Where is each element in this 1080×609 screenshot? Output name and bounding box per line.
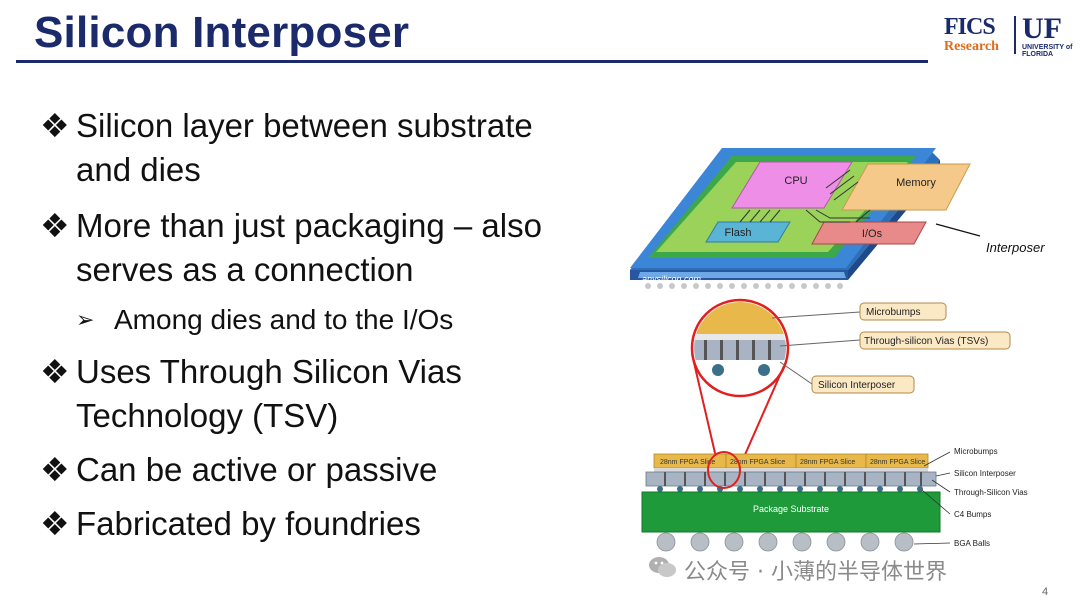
- tsv-set: [664, 472, 922, 486]
- diamond-bullet-icon: ❖: [40, 353, 70, 390]
- bullet-text: Silicon layer between substrate and dies: [76, 104, 533, 192]
- sub-bullet-text: Among dies and to the I/Os: [114, 304, 454, 335]
- watermark: 公众号 · 小薄的半导体世界: [648, 552, 1048, 585]
- interposer-traces: [739, 169, 871, 223]
- tsv-callout: Through-silicon Vias (TSVs): [864, 336, 988, 347]
- zoom-connector-right: [739, 365, 785, 467]
- arrow-bullet-icon: ➢: [76, 307, 95, 332]
- zoom-microbump-row: [694, 334, 786, 340]
- slice-label: 28nm FPGA Slice: [800, 459, 855, 466]
- fics-logo-mark: FICS: [944, 14, 996, 40]
- cross-section-highlight: [707, 451, 741, 489]
- page-number: 4: [1042, 586, 1049, 598]
- bullet-text: Uses Through Silicon Vias Technology (TS…: [76, 350, 462, 438]
- uf-logo-sub-line-1: UNIVERSITY of: [1022, 44, 1073, 51]
- memory-chip: [841, 163, 971, 211]
- bullet-text: Fabricated by foundries: [76, 502, 421, 546]
- cs-label: Microbumps: [954, 447, 998, 456]
- interposer-callout: Silicon Interposer: [818, 380, 896, 391]
- package-balls: [645, 283, 843, 289]
- bullet-text: More than just packaging – also serves a…: [76, 204, 542, 292]
- watermark-text: 公众号 · 小薄的半导体世界: [684, 560, 947, 585]
- cpu-chip: [731, 161, 853, 209]
- c4-bumps: [657, 486, 923, 492]
- diamond-bullet-icon: ❖: [40, 451, 70, 488]
- cs-label: C4 Bumps: [954, 510, 991, 519]
- diamond-bullet-icon: ❖: [40, 107, 70, 144]
- substrate-label: Package Substrate: [753, 504, 829, 514]
- interposer-callout-box: [811, 375, 915, 394]
- image-credit: anysilicon.com: [642, 274, 702, 284]
- bullet-line: Silicon layer between substrate: [76, 107, 533, 144]
- diamond-bullet-icon: ❖: [40, 207, 70, 244]
- slice-label: 28nm FPGA Slice: [730, 459, 785, 466]
- cs-label: BGA Balls: [954, 539, 990, 548]
- cs-label: Through-Silicon Vias: [954, 488, 1028, 497]
- logo: FICS Research UF UNIVERSITY of FLORIDA: [944, 12, 1074, 58]
- cs-label: Silicon Interposer: [954, 469, 1016, 478]
- silicon-interposer: [645, 471, 937, 487]
- tsv-callout-box: [859, 331, 1011, 350]
- cpu-label: CPU: [784, 175, 807, 187]
- bullet-line: and dies: [76, 151, 201, 188]
- uf-logo-sub: UNIVERSITY of FLORIDA: [1022, 44, 1072, 58]
- uf-logo-sub-line-2: FLORIDA: [1022, 51, 1054, 58]
- interposer-figure: CPU Memory Flash I/Os: [630, 148, 1045, 552]
- flash-label: Flash: [725, 227, 752, 239]
- slice-label: 28nm FPGA Slice: [660, 459, 715, 466]
- diamond-bullet-icon: ❖: [40, 505, 70, 542]
- cross-section: 28nm FPGA Slice 28nm FPGA Slice 28nm FPG…: [641, 447, 1028, 552]
- zoom-callout: Microbumps Through-silicon Vias (TSVs) S…: [690, 298, 1011, 467]
- bullet-line: Uses Through Silicon Vias: [76, 353, 462, 390]
- bullet-line: Technology (TSV): [76, 397, 339, 434]
- slide-title: Silicon Interposer: [34, 8, 410, 57]
- isometric-package: CPU Memory Flash I/Os: [630, 148, 1045, 289]
- microbumps-callout: Microbumps: [866, 307, 920, 318]
- flash-chip: [705, 221, 791, 243]
- bullet-line: serves as a connection: [76, 251, 414, 288]
- bullet-line: Fabricated by foundries: [76, 505, 421, 542]
- title-underline: [16, 60, 928, 63]
- bullet-line: More than just packaging – also: [76, 207, 542, 244]
- bga-balls: [656, 532, 914, 552]
- bullet-line: Can be active or passive: [76, 451, 438, 488]
- microbumps-callout-box: [859, 302, 947, 321]
- io-label: I/Os: [862, 228, 883, 240]
- io-chip: [811, 221, 927, 245]
- memory-label: Memory: [896, 177, 936, 189]
- microbump-strip: [654, 468, 928, 472]
- zoom-interposer: [694, 340, 786, 360]
- wechat-icon: [649, 557, 676, 577]
- logo-divider: [1014, 16, 1016, 54]
- interposer-label: Interposer: [986, 240, 1045, 255]
- fics-logo-sub: Research: [944, 39, 999, 54]
- package-substrate: [641, 491, 941, 533]
- uf-logo-mark: UF: [1022, 12, 1062, 45]
- zoom-connector-left: [691, 353, 719, 467]
- slice-label: 28nm FPGA Slice: [870, 459, 925, 466]
- interposer-pointer: [935, 223, 981, 237]
- board-strip: [638, 272, 846, 278]
- label-leaders: [913, 451, 951, 545]
- bullet-text: Can be active or passive: [76, 448, 437, 492]
